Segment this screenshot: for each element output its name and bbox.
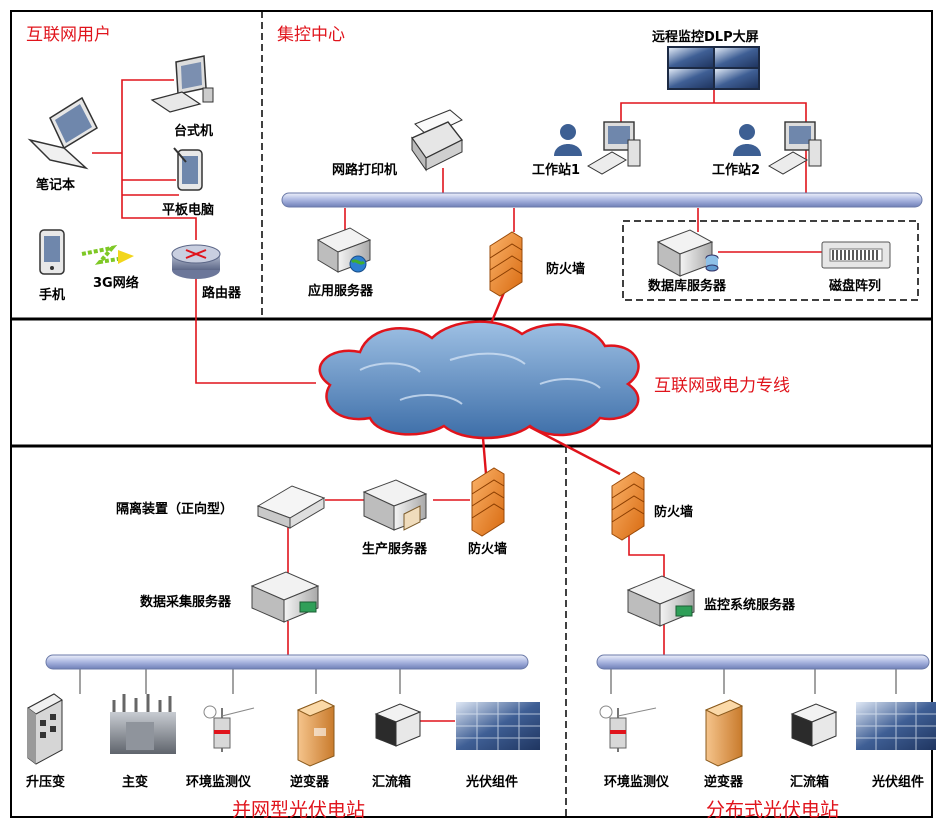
frame <box>10 10 933 818</box>
app-server-icon <box>316 227 372 273</box>
section-control-center: 集控中心 <box>277 25 345 45</box>
combiner-box-icon <box>374 703 422 747</box>
label-app-server: 应用服务器 <box>308 284 374 299</box>
printer-icon <box>410 109 464 172</box>
grid-station-bus <box>45 654 529 670</box>
tablet-icon <box>173 147 203 191</box>
firewall-icon <box>489 231 523 297</box>
label-firewall-left: 防火墙 <box>468 542 508 557</box>
label-isolation-device: 隔离装置（正向型） <box>116 502 234 517</box>
section-internet-users: 互联网用户 <box>26 25 111 45</box>
label-combiner-box: 汇流箱 <box>790 775 830 790</box>
label-firewall-top: 防火墙 <box>546 262 586 277</box>
label-step-up-transformer: 升压变 <box>26 775 66 790</box>
control-bus <box>281 192 923 208</box>
section-grid-station: 并网型光伏电站 <box>232 799 366 821</box>
workstation-icon <box>768 121 822 175</box>
label-inverter: 逆变器 <box>290 775 330 790</box>
label-inverter: 逆变器 <box>704 775 744 790</box>
label-printer: 网路打印机 <box>332 163 398 178</box>
solar-panel-icon <box>456 702 540 750</box>
section-distributed-station: 分布式光伏电站 <box>706 799 840 821</box>
3g-wireless-icon <box>81 244 134 265</box>
label-monitor-server: 监控系统服务器 <box>704 598 796 613</box>
drop-lines <box>79 669 897 694</box>
label-firewall-right: 防火墙 <box>654 505 694 520</box>
label-solar-module: 光伏组件 <box>466 775 519 790</box>
production-server-icon <box>362 479 428 531</box>
building-icon <box>27 693 63 765</box>
transformer-icon <box>110 694 176 754</box>
label-db-server: 数据库服务器 <box>648 279 727 294</box>
label-production-server: 生产服务器 <box>362 542 428 557</box>
label-combiner-box: 汇流箱 <box>372 775 412 790</box>
user-icon <box>554 124 582 156</box>
label-laptop: 笔记本 <box>36 178 76 193</box>
solar-panel-icon <box>856 702 936 750</box>
label-environment-monitor: 环境监测仪 <box>604 775 670 790</box>
user-icon <box>733 124 761 156</box>
combiner-box-icon <box>790 703 838 747</box>
firewall-icon <box>471 467 505 537</box>
environment-monitor-icon <box>203 705 255 752</box>
label-3g-network: 3G网络 <box>93 276 139 291</box>
cloud-icon <box>318 320 640 440</box>
label-solar-module: 光伏组件 <box>872 775 925 790</box>
router-icon <box>171 244 221 279</box>
laptop-icon <box>27 96 98 170</box>
label-router: 路由器 <box>202 286 242 301</box>
isolation-device-icon <box>256 485 326 529</box>
label-dlp-screen: 远程监控DLP大屏 <box>652 30 759 45</box>
label-phone: 手机 <box>39 288 66 303</box>
inverter-icon <box>704 699 744 767</box>
section-network: 互联网或电力专线 <box>654 376 790 396</box>
collection-server-icon <box>250 571 320 623</box>
label-collection-server: 数据采集服务器 <box>140 595 232 610</box>
distributed-station-bus <box>596 654 930 670</box>
desktop-icon <box>150 55 214 113</box>
label-desktop: 台式机 <box>174 124 214 139</box>
label-tablet: 平板电脑 <box>162 203 215 218</box>
label-workstation-2: 工作站2 <box>712 163 761 178</box>
environment-monitor-icon <box>599 705 657 752</box>
label-main-transformer: 主变 <box>122 775 149 790</box>
db-server-icon <box>656 229 719 277</box>
label-workstation-1: 工作站1 <box>532 163 581 178</box>
disk-array-icon <box>821 241 891 269</box>
workstation-icon <box>587 121 641 175</box>
inverter-icon <box>296 699 336 767</box>
label-disk-array: 磁盘阵列 <box>829 279 882 294</box>
phone-icon <box>39 229 65 275</box>
firewall-icon <box>611 471 645 541</box>
monitor-server-icon <box>626 575 696 627</box>
label-environment-monitor: 环境监测仪 <box>186 775 252 790</box>
dlp-screen-icon <box>667 46 760 90</box>
